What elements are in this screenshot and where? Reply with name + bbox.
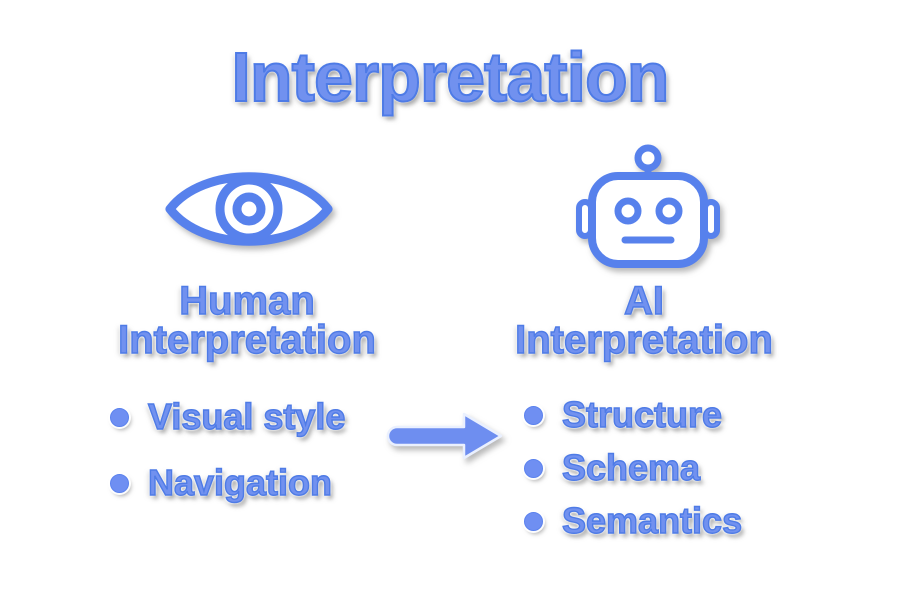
bullet-label: Structure — [561, 394, 723, 435]
robot-eye-right — [655, 197, 683, 225]
bullet-dot — [524, 511, 543, 531]
human-heading-line2: Interpretation — [117, 318, 376, 362]
bullet-dot — [110, 473, 129, 493]
ai-column-heading: AI Interpretation — [494, 279, 794, 362]
robot-icon — [576, 144, 720, 268]
bullet-label: Visual style — [147, 396, 346, 437]
human-heading-line1: Human — [179, 279, 316, 323]
robot-antenna-tip — [634, 144, 662, 172]
bullet-dot — [524, 405, 543, 425]
robot-eye-left — [614, 197, 642, 225]
bullet-item: Navigation — [110, 462, 345, 503]
robot-head — [588, 172, 708, 268]
bullet-dot — [524, 458, 543, 478]
eye-pupil — [232, 192, 266, 226]
bullet-label: Navigation — [147, 462, 333, 503]
ai-bullet-list: Structure Schema Semantics — [524, 394, 743, 554]
human-bullet-list: Visual style Navigation — [110, 396, 346, 529]
arrow-shape — [386, 412, 503, 460]
bullet-dot — [110, 407, 129, 427]
ai-heading-line1: AI — [623, 279, 664, 323]
bullet-label: Schema — [561, 447, 701, 488]
bullet-item: Schema — [524, 447, 742, 488]
bullet-item: Semantics — [524, 500, 743, 541]
ai-heading-line2: Interpretation — [514, 318, 773, 362]
bullet-item: Visual style — [110, 396, 346, 437]
bullet-label: Semantics — [561, 500, 743, 541]
eye-icon — [165, 172, 333, 246]
arrow-right-icon — [386, 412, 503, 460]
bullet-item: Structure — [524, 394, 742, 435]
page-title: Interpretation — [230, 37, 670, 117]
human-column-heading: Human Interpretation — [97, 279, 397, 362]
